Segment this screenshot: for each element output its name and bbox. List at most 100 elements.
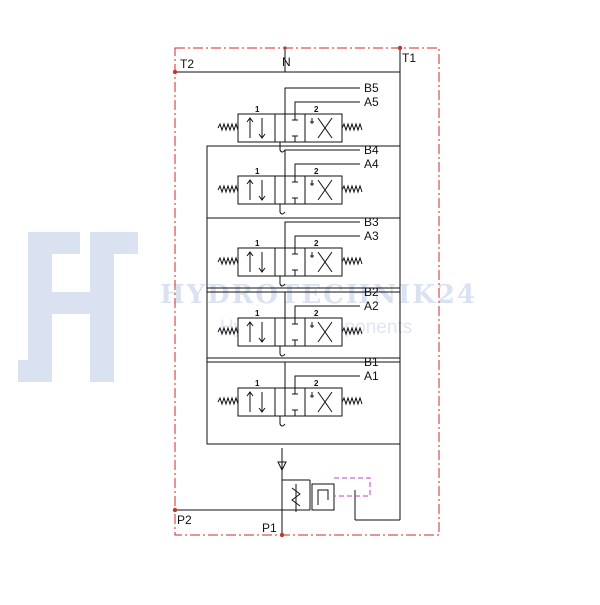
port-label-n: N (282, 55, 291, 69)
blocked-port-icon (292, 135, 298, 142)
gallery-link (279, 204, 286, 215)
drain-line (334, 477, 371, 497)
spool-position-box (237, 317, 276, 347)
spool-position-box (237, 113, 276, 143)
right-spring-icon (341, 256, 363, 266)
position-label-1: 1 (255, 239, 260, 248)
port-label-a: A4 (364, 157, 379, 171)
port-label-a: A5 (364, 95, 379, 109)
arrow-icon (258, 322, 266, 343)
port-label-a: A2 (364, 299, 379, 313)
gallery-link (279, 346, 286, 357)
blocked-port-icon (292, 197, 298, 204)
left-spring-icon (217, 256, 239, 266)
position-label-2: 2 (314, 105, 319, 114)
spool-position-box (274, 113, 306, 143)
position-label-2: 2 (314, 309, 319, 318)
blocked-port-icon (310, 322, 314, 328)
arrow-icon (246, 321, 254, 342)
blocked-port-icon (310, 392, 314, 398)
spool-position-box (304, 113, 343, 143)
right-spring-icon (341, 184, 363, 194)
gallery-link (279, 142, 286, 153)
right-spring-icon (341, 326, 363, 336)
port-markers (172, 45, 403, 538)
spool-position-box (274, 175, 306, 205)
blocked-port-icon (292, 248, 298, 255)
cross-arrow-icon (317, 117, 333, 139)
relief-valve-icon (291, 483, 335, 512)
right-spring-icon (341, 122, 363, 132)
position-label-1: 1 (255, 167, 260, 176)
port-label-t2: T2 (180, 57, 194, 71)
position-label-1: 1 (255, 309, 260, 318)
arrow-icon (246, 117, 254, 138)
cross-arrow-icon (317, 391, 333, 413)
port-dot-n (283, 46, 287, 50)
cross-arrow-icon (317, 179, 333, 201)
blocked-port-icon (292, 318, 298, 325)
spool-position-box (304, 387, 343, 417)
port-label-a: A3 (364, 229, 379, 243)
spool-position-box (237, 175, 276, 205)
position-label-2: 2 (314, 379, 319, 388)
blocked-port-icon (292, 409, 298, 416)
spool-position-box (237, 247, 276, 277)
port-dot-t1 (397, 45, 403, 51)
check-valve-icon (277, 461, 287, 472)
port-label-b: B2 (364, 285, 379, 299)
left-spring-icon (217, 184, 239, 194)
spool-position-box (237, 387, 276, 417)
port-label-p1: P1 (262, 521, 277, 535)
sections-outer-frame (206, 145, 401, 445)
arrow-icon (258, 180, 266, 201)
blocked-port-icon (310, 180, 314, 186)
arrow-icon (246, 391, 254, 412)
blocked-port-icon (310, 252, 314, 258)
gallery-link (279, 416, 286, 427)
port-label-p2: P2 (177, 513, 192, 527)
cross-arrow-icon (317, 321, 333, 343)
port-label-b: B1 (364, 355, 379, 369)
right-spring-icon (341, 396, 363, 406)
cross-arrow-icon (317, 251, 333, 273)
arrow-icon (258, 252, 266, 273)
spool-position-box (304, 175, 343, 205)
port-dot-p2 (172, 507, 178, 513)
watermark-brand: HYDROTECHNIK24 (160, 280, 477, 310)
port-label-b: B4 (364, 143, 379, 157)
blocked-port-icon (292, 388, 298, 395)
valve-boundary (174, 47, 440, 536)
watermark-logo (18, 232, 138, 382)
blocked-port-icon (292, 339, 298, 346)
port-label-b: B3 (364, 215, 379, 229)
position-label-1: 1 (255, 379, 260, 388)
spool-position-box (304, 317, 343, 347)
port-label-b: B5 (364, 81, 379, 95)
arrow-icon (258, 118, 266, 139)
arrow-icon (258, 392, 266, 413)
port-dot-t2 (172, 69, 178, 75)
port-label-t1: T1 (402, 51, 416, 65)
spool-position-box (274, 247, 306, 277)
arrow-icon (246, 251, 254, 272)
left-spring-icon (217, 396, 239, 406)
left-spring-icon (217, 122, 239, 132)
arrow-icon (246, 179, 254, 200)
blocked-port-icon (292, 114, 298, 121)
position-label-1: 1 (255, 105, 260, 114)
port-label-a: A1 (364, 369, 379, 383)
blocked-port-icon (292, 176, 298, 183)
gallery-link (279, 276, 286, 287)
position-label-2: 2 (314, 167, 319, 176)
spool-position-box (274, 387, 306, 417)
position-label-2: 2 (314, 239, 319, 248)
spool-position-box (304, 247, 343, 277)
